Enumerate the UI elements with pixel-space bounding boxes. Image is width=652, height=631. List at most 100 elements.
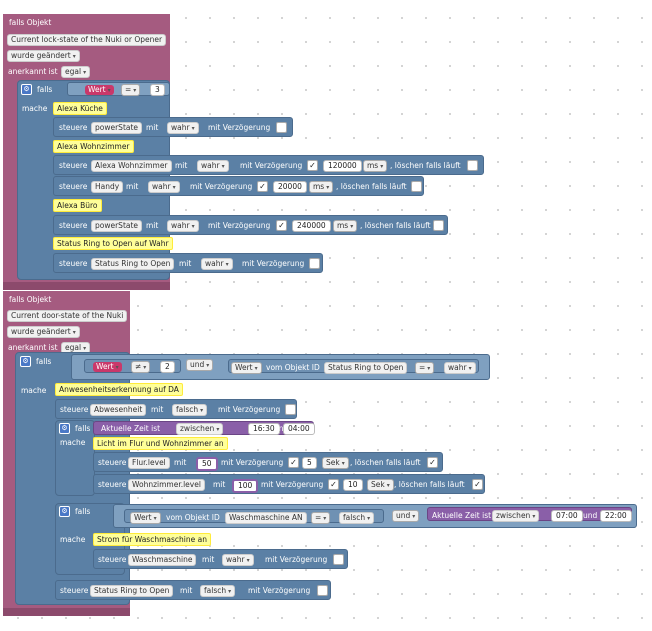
comment-strom[interactable]: Strom für Waschmaschine an bbox=[93, 533, 211, 546]
target-field[interactable]: powerState bbox=[91, 220, 143, 232]
steuere-label: steuere bbox=[60, 586, 89, 595]
delay-checkbox[interactable]: ✓ bbox=[257, 181, 268, 192]
unit-dropdown[interactable]: Sek bbox=[367, 479, 394, 491]
time-to-field[interactable]: 22:00 bbox=[600, 510, 632, 522]
mit-label: mit bbox=[180, 586, 193, 595]
target-field[interactable]: Status Ring to Open bbox=[90, 585, 174, 597]
steuere-label: steuere bbox=[98, 458, 127, 467]
block1-trigger-dropdown[interactable]: wurde geändert bbox=[7, 50, 80, 62]
mit-label: mit bbox=[202, 555, 215, 564]
between-dropdown[interactable]: zwischen bbox=[492, 510, 540, 522]
unit-dropdown[interactable]: ms bbox=[309, 181, 334, 193]
time-label: Aktuelle Zeit ist bbox=[101, 424, 161, 433]
control-row-flur[interactable] bbox=[93, 452, 443, 472]
gear-icon[interactable]: ⚙ bbox=[20, 356, 31, 367]
target-field[interactable]: Waschmaschine bbox=[128, 554, 197, 566]
target-field[interactable]: Alexa Wohnzimmer bbox=[91, 160, 172, 172]
and-dropdown[interactable]: und bbox=[186, 359, 214, 371]
delay-ms-field[interactable]: 120000 bbox=[323, 160, 362, 172]
delay-checkbox[interactable] bbox=[317, 585, 328, 596]
clear-checkbox[interactable]: ✓ bbox=[427, 457, 438, 468]
value-field[interactable]: Wert bbox=[93, 362, 122, 372]
block1-ack-label: anerkannt ist bbox=[8, 67, 58, 76]
value-dropdown[interactable]: wahr bbox=[167, 122, 199, 134]
delay-ms-field[interactable]: 20000 bbox=[273, 181, 307, 193]
number-field[interactable]: 2 bbox=[160, 361, 175, 373]
delay-label: mit Verzögerung bbox=[208, 123, 271, 132]
target-field[interactable]: Abwesenheit bbox=[90, 404, 147, 416]
clear-label: , löschen falls läuft bbox=[360, 221, 431, 230]
mit-label: mit bbox=[146, 123, 159, 132]
und-label: und bbox=[583, 511, 598, 520]
delay-checkbox[interactable] bbox=[276, 122, 287, 133]
delay-field[interactable]: 5 bbox=[302, 457, 317, 469]
delay-label: mit Verzögerung bbox=[208, 221, 271, 230]
target-field[interactable]: Wohnzimmer.level bbox=[128, 479, 205, 491]
delay-checkbox[interactable] bbox=[309, 258, 320, 269]
unit-dropdown[interactable]: ms bbox=[333, 220, 358, 232]
number-field[interactable]: 3 bbox=[150, 84, 165, 96]
comment-anwesenheit[interactable]: Anwesenheitserkennung auf DA bbox=[55, 383, 183, 396]
und-label: und bbox=[274, 424, 289, 433]
clear-label: , löschen falls läuft bbox=[350, 458, 421, 467]
delay-field[interactable]: 10 bbox=[343, 479, 363, 491]
delay-ms-field[interactable]: 240000 bbox=[292, 220, 331, 232]
between-dropdown[interactable]: zwischen bbox=[176, 423, 224, 435]
comment-status-ring[interactable]: Status Ring to Open auf Wahr bbox=[53, 237, 173, 250]
event-block-bottom bbox=[3, 282, 170, 290]
comment-licht[interactable]: Licht im Flur und Wohnzimmer an bbox=[93, 437, 228, 450]
value-dropdown[interactable]: wahr bbox=[444, 362, 476, 374]
time-from-field[interactable]: 16:30 bbox=[248, 423, 280, 435]
delay-checkbox[interactable]: ✓ bbox=[276, 220, 287, 231]
time-from-field[interactable]: 07:00 bbox=[551, 510, 583, 522]
operator-dropdown[interactable]: = bbox=[415, 362, 435, 374]
comment-alexa-buero[interactable]: Alexa Büro bbox=[53, 199, 102, 212]
value-dropdown[interactable]: wahr bbox=[197, 160, 229, 172]
clear-checkbox[interactable] bbox=[411, 181, 422, 192]
comment-alexa-kueche[interactable]: Alexa Küche bbox=[53, 102, 107, 115]
target-field[interactable]: Handy bbox=[91, 181, 124, 193]
object-id-field[interactable]: Status Ring to Open bbox=[324, 362, 408, 374]
unit-dropdown[interactable]: Sek bbox=[322, 457, 349, 469]
delay-checkbox[interactable] bbox=[285, 404, 296, 415]
value-dropdown[interactable]: wahr bbox=[148, 181, 180, 193]
value-dropdown[interactable]: falsch bbox=[339, 512, 375, 524]
clear-checkbox[interactable] bbox=[433, 220, 444, 231]
gear-icon[interactable]: ⚙ bbox=[59, 506, 70, 517]
gear-icon[interactable]: ⚙ bbox=[21, 84, 32, 95]
operator-dropdown[interactable]: = bbox=[121, 84, 141, 96]
block1-ack-dropdown[interactable]: egal bbox=[61, 66, 91, 78]
mit-label: mit bbox=[146, 221, 159, 230]
value-field[interactable]: Wert bbox=[130, 512, 161, 524]
delay-label: mit Verzögerung bbox=[261, 480, 324, 489]
value-dropdown[interactable]: falsch bbox=[172, 404, 208, 416]
operator-dropdown[interactable]: = bbox=[311, 512, 331, 524]
and-dropdown[interactable]: und bbox=[392, 510, 420, 522]
value-dropdown[interactable]: falsch bbox=[200, 585, 236, 597]
gear-icon[interactable]: ⚙ bbox=[59, 423, 70, 434]
comment-alexa-wohnzimmer[interactable]: Alexa Wohnzimmer bbox=[53, 140, 134, 153]
value-field[interactable]: Wert bbox=[231, 362, 262, 374]
block1-object-field[interactable]: Current lock-state of the Nuki or Opener bbox=[7, 34, 167, 46]
target-field[interactable]: powerState bbox=[91, 122, 143, 134]
target-field[interactable]: Flur.level bbox=[128, 457, 170, 469]
operator-dropdown[interactable]: ≠ bbox=[131, 361, 151, 373]
unit-dropdown[interactable]: ms bbox=[363, 160, 388, 172]
object-id-field[interactable]: Waschmaschine AN bbox=[225, 512, 307, 524]
value-dropdown[interactable]: wahr bbox=[222, 554, 254, 566]
block2-trigger-dropdown[interactable]: wurde geändert bbox=[7, 326, 80, 338]
delay-checkbox[interactable]: ✓ bbox=[288, 457, 299, 468]
time-to-field[interactable]: 04:00 bbox=[283, 423, 315, 435]
value-field[interactable]: Wert bbox=[85, 85, 114, 95]
value-dropdown[interactable]: wahr bbox=[167, 220, 199, 232]
value-field[interactable]: 50 bbox=[196, 457, 218, 471]
block2-object-field[interactable]: Current door-state of the Nuki bbox=[7, 310, 128, 322]
delay-checkbox[interactable]: ✓ bbox=[307, 160, 318, 171]
delay-checkbox[interactable]: ✓ bbox=[328, 479, 339, 490]
clear-checkbox[interactable] bbox=[467, 160, 478, 171]
delay-checkbox[interactable] bbox=[333, 554, 344, 565]
target-field[interactable]: Status Ring to Open bbox=[91, 258, 175, 270]
value-field[interactable]: 100 bbox=[232, 479, 259, 493]
value-dropdown[interactable]: wahr bbox=[201, 258, 233, 270]
clear-checkbox[interactable]: ✓ bbox=[472, 479, 483, 490]
